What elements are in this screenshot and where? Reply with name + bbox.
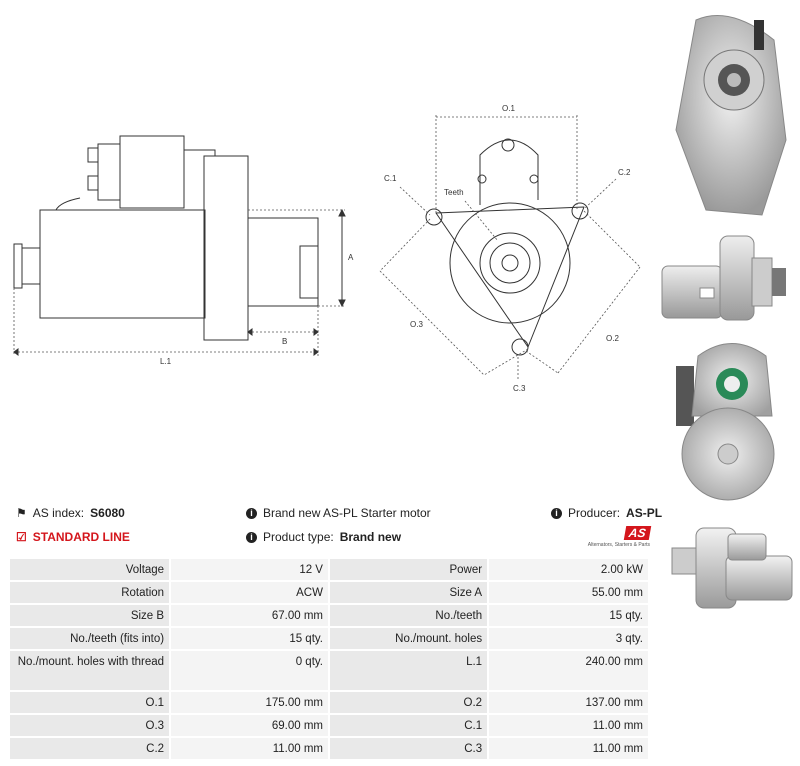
spec-value: 137.00 mm (489, 692, 648, 713)
checkbox-icon: ☑ (16, 530, 27, 544)
spec-value: 240.00 mm (489, 651, 648, 690)
spec-label: L.1 (329, 651, 488, 690)
product-photo-side (661, 235, 786, 321)
spec-value: 15 qty. (171, 628, 328, 649)
spec-value: 69.00 mm (171, 715, 328, 736)
standard-line: ☑ STANDARD LINE (16, 530, 130, 544)
spec-label: Power (329, 559, 488, 580)
spec-value: 12 V (171, 559, 328, 580)
product-photo-rear (676, 343, 775, 501)
as-index-value: S6080 (90, 506, 125, 520)
label-o2: O.2 (606, 334, 619, 343)
spec-label: Size A (329, 582, 488, 603)
info-icon: i (551, 507, 562, 519)
description: i Brand new AS-PL Starter motor (246, 506, 431, 520)
spec-label: Rotation (10, 582, 170, 603)
spec-label: No./mount. holes (329, 628, 488, 649)
side-view-diagram: A B L.1 (13, 135, 354, 366)
spec-value: ACW (171, 582, 328, 603)
product-type: i Product type: Brand new (246, 530, 401, 544)
label-o1: O.1 (502, 104, 515, 113)
label-c1: C.1 (384, 174, 397, 183)
label-teeth: Teeth (444, 188, 464, 197)
as-index-label: AS index: (32, 506, 85, 520)
spec-label: O.1 (10, 692, 170, 713)
producer-value: AS-PL (626, 506, 663, 520)
spec-value: 3 qty. (489, 628, 648, 649)
producer: i Producer: AS-PL (551, 506, 662, 520)
spec-label: Size B (10, 605, 170, 626)
label-l1: L.1 (160, 357, 172, 366)
spec-value: 175.00 mm (171, 692, 328, 713)
as-pl-logo: AS Alternators, Starters & Parts (586, 524, 652, 548)
spec-value: 11.00 mm (489, 738, 648, 759)
spec-label: No./mount. holes with thread (10, 651, 170, 690)
front-view-diagram: O.1 C.1 C.2 Teeth O.3 O.2 C.3 (379, 104, 641, 393)
producer-label: Producer: (568, 506, 621, 520)
description-text: Brand new AS-PL Starter motor (263, 506, 431, 520)
spec-value: 11.00 mm (489, 715, 648, 736)
info-icon: i (246, 507, 257, 519)
product-photo-top (671, 527, 793, 609)
standard-line-label: STANDARD LINE (32, 530, 130, 544)
logo-tagline: Alternators, Starters & Parts (587, 542, 650, 548)
label-o3: O.3 (410, 320, 423, 329)
label-a: A (348, 253, 354, 262)
product-type-label: Product type: (263, 530, 334, 544)
spec-label: Voltage (10, 559, 170, 580)
spec-value: 11.00 mm (171, 738, 328, 759)
label-c3: C.3 (513, 384, 526, 393)
spec-value: 15 qty. (489, 605, 648, 626)
info-icon: i (246, 531, 257, 543)
as-index: ⚑ AS index: S6080 (16, 506, 125, 520)
spec-label: C.2 (10, 738, 170, 759)
table-row: No./teeth (fits into)15 qty.No./mount. h… (10, 628, 648, 649)
spec-label: C.1 (329, 715, 488, 736)
spec-label: C.3 (329, 738, 488, 759)
logo-mark: AS (624, 526, 652, 540)
label-b: B (282, 337, 287, 346)
product-type-value: Brand new (339, 530, 402, 544)
product-photo-front (675, 15, 787, 216)
spec-value: 67.00 mm (171, 605, 328, 626)
spec-label: No./teeth (329, 605, 488, 626)
spec-label: O.2 (329, 692, 488, 713)
spec-label: O.3 (10, 715, 170, 736)
spec-value: 55.00 mm (489, 582, 648, 603)
spec-label: No./teeth (fits into) (10, 628, 170, 649)
spec-value: 0 qty. (171, 651, 328, 690)
tag-icon: ⚑ (16, 506, 27, 520)
spec-value: 2.00 kW (489, 559, 648, 580)
label-c2: C.2 (618, 168, 631, 177)
